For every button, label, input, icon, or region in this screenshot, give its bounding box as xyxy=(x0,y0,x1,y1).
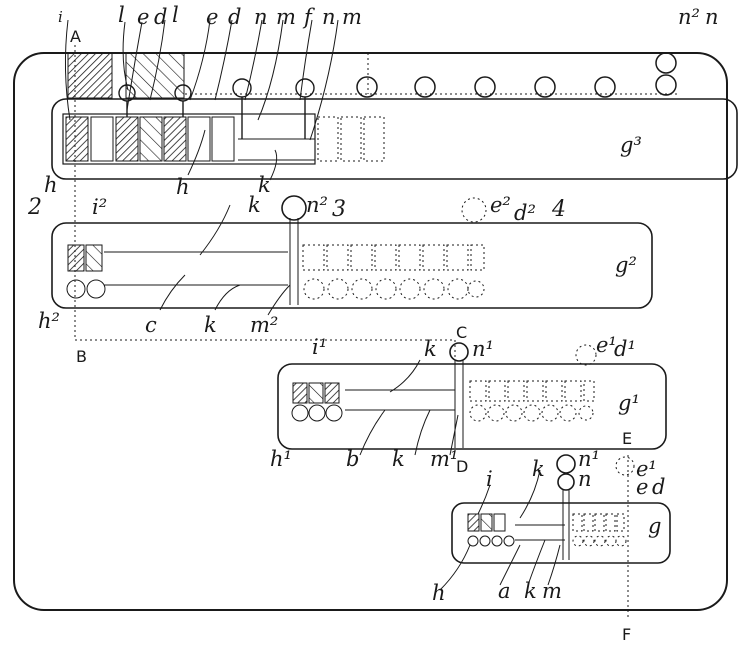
section-number-3: 3 xyxy=(332,197,346,222)
label-e-g: e xyxy=(636,475,648,499)
section-letter-A: A xyxy=(70,27,81,46)
label-c: c xyxy=(145,313,157,337)
label-e: e xyxy=(137,5,149,29)
label-h2: h² xyxy=(38,309,60,333)
label-m-g: m xyxy=(542,579,562,603)
label-n1-key: n¹ xyxy=(472,337,494,361)
section-letter-D: D xyxy=(456,457,468,476)
label-k-mid: k xyxy=(204,313,217,337)
label-m2-mid: m² xyxy=(250,313,278,337)
label-h-top-left: h xyxy=(44,173,58,197)
panel-g1-cells xyxy=(291,382,343,422)
key-n2 xyxy=(281,195,307,221)
label-n1-g: n¹ xyxy=(578,447,600,471)
panel-label-g: g xyxy=(648,514,661,538)
leader-lines xyxy=(64,19,561,591)
panel-label-g2: g² xyxy=(615,253,637,277)
label-a: a xyxy=(498,579,511,603)
section-letter-F: F xyxy=(622,625,631,644)
key-n1 xyxy=(449,342,469,362)
label-e2-key: e² xyxy=(490,193,511,217)
panel-label-g1: g¹ xyxy=(618,391,640,415)
label-n-g: n xyxy=(578,467,592,491)
outer-frame xyxy=(13,52,728,611)
panel-label-g3: g³ xyxy=(620,133,642,157)
label-k-top-2: k xyxy=(248,193,261,217)
section-letter-B: B xyxy=(76,347,87,366)
panel-g3-cells xyxy=(65,116,385,162)
circle-row-top xyxy=(356,52,677,98)
label-k-g1b: k xyxy=(392,447,405,471)
label-h-top: h xyxy=(176,175,190,199)
panel-g2-dotted xyxy=(302,197,487,300)
label-d2: d xyxy=(228,5,241,29)
label-k-g1: k xyxy=(424,337,437,361)
label-e2: e xyxy=(206,5,218,29)
panel-g1 xyxy=(277,363,667,450)
label-i-g: i xyxy=(486,467,493,491)
panel-g3 xyxy=(51,98,738,180)
label-l: l xyxy=(118,3,125,27)
label-f: f xyxy=(302,5,315,29)
label-n2-key: n² xyxy=(306,193,328,217)
panel-g-dotted xyxy=(572,456,635,547)
label-m2: m xyxy=(342,5,362,29)
label-m1: m¹ xyxy=(430,447,458,471)
label-h1: h¹ xyxy=(270,447,292,471)
label-k-top: k xyxy=(258,173,271,197)
panel-g2-cells xyxy=(66,244,106,299)
label-d2: d² xyxy=(514,201,536,225)
panel-g1-dotted xyxy=(469,344,597,422)
label-i1: i¹ xyxy=(312,335,327,359)
section-letter-E: E xyxy=(622,429,632,448)
label-n-right-2: n xyxy=(705,5,719,29)
section-letter-C: C xyxy=(456,323,467,342)
label-n: n xyxy=(254,5,268,29)
panel-g2 xyxy=(51,222,653,309)
label-n-right-1: n² xyxy=(678,5,700,29)
label-i2: i² xyxy=(92,195,107,219)
panel-g-cells xyxy=(467,513,515,547)
label-l2: l xyxy=(172,3,179,27)
label-b: b xyxy=(346,447,359,471)
label-d1: d¹ xyxy=(614,337,636,361)
label-d-g: d xyxy=(652,475,665,499)
section-number-2: 2 xyxy=(27,195,42,220)
label-k-g: k xyxy=(532,457,545,481)
key-n1-g xyxy=(556,454,576,474)
section-number-4: 4 xyxy=(551,197,566,222)
label-n2: n xyxy=(322,5,336,29)
label-e1-g: e¹ xyxy=(636,457,657,481)
label-d: d xyxy=(154,5,167,29)
key-n-g xyxy=(557,473,575,491)
label-i: i xyxy=(58,8,63,26)
panel-g xyxy=(451,502,671,564)
label-h-g: h xyxy=(432,581,446,605)
label-k-g2: k xyxy=(524,579,537,603)
label-e1-key: e¹ xyxy=(596,333,617,357)
label-m: m xyxy=(276,5,296,29)
